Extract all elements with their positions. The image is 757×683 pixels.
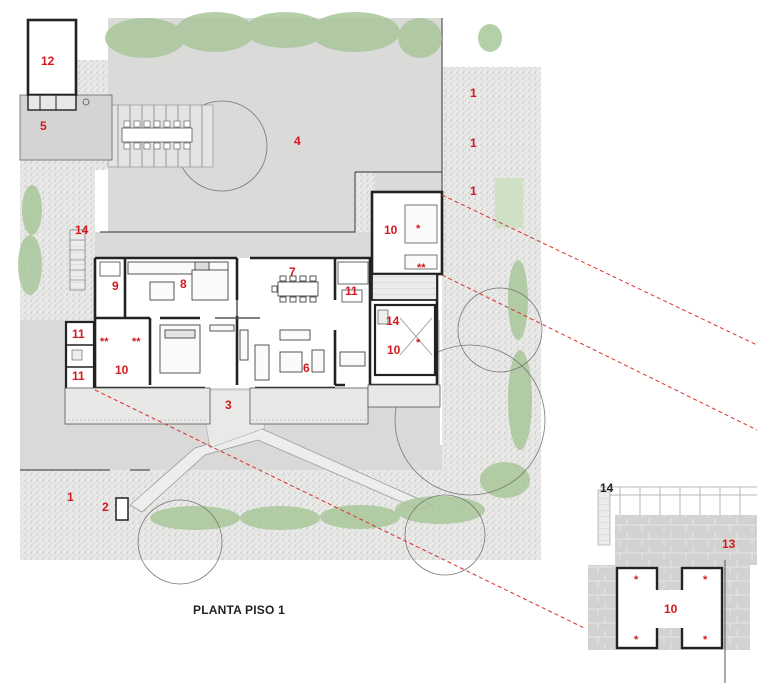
label-room-1-d: 1 xyxy=(67,490,74,504)
label-room-12: 12 xyxy=(41,54,55,68)
label-room-1-c: 1 xyxy=(470,184,477,198)
label-room-9: 9 xyxy=(112,279,119,293)
label-room-1-b: 1 xyxy=(470,136,477,150)
planter xyxy=(495,178,523,228)
bed-mark-7: * xyxy=(703,574,708,586)
building-12 xyxy=(26,18,90,111)
label-room-10-c: 10 xyxy=(387,343,401,357)
label-room-10-d: 10 xyxy=(664,602,678,616)
label-room-4: 4 xyxy=(294,134,301,148)
label-room-8: 8 xyxy=(180,277,187,291)
trees xyxy=(18,12,532,530)
entrance-steps xyxy=(199,389,266,449)
bed-mark-5: ** xyxy=(132,336,141,348)
label-room-5: 5 xyxy=(40,119,47,133)
bed-mark-8: * xyxy=(634,634,639,646)
label-room-6: 6 xyxy=(303,361,310,375)
entrance-gate xyxy=(115,497,129,521)
bed-mark-1: * xyxy=(416,223,421,235)
label-room-3: 3 xyxy=(225,398,232,412)
label-room-13: 13 xyxy=(722,537,736,551)
detail-leader-lines xyxy=(94,194,757,644)
front-porch xyxy=(64,384,441,425)
label-room-10-b: 10 xyxy=(115,363,129,377)
label-room-11-b: 11 xyxy=(72,327,85,341)
tree-outlines xyxy=(137,100,546,585)
bedroom-upper-right xyxy=(370,190,444,377)
label-room-1-a: 1 xyxy=(470,86,477,100)
label-room-11-c: 11 xyxy=(72,369,85,383)
bed-mark-9: * xyxy=(703,634,708,646)
label-room-14-c: 14 xyxy=(600,481,614,495)
label-room-10-a: 10 xyxy=(384,223,398,237)
detail-inset xyxy=(585,486,757,683)
bed-mark-3: * xyxy=(416,337,421,349)
label-room-11-a: 11 xyxy=(345,284,358,298)
gravel-strip xyxy=(355,172,375,232)
bed-mark-4: ** xyxy=(100,336,109,348)
pergola xyxy=(107,104,214,168)
label-room-2: 2 xyxy=(102,500,109,514)
label-room-7: 7 xyxy=(289,265,296,279)
bed-mark-2: ** xyxy=(417,262,426,274)
plan-title: PLANTA PISO 1 xyxy=(193,603,285,617)
label-room-14-b: 14 xyxy=(386,314,400,328)
stairs-left xyxy=(69,229,86,291)
bed-mark-6: * xyxy=(634,574,639,586)
label-room-14-a: 14 xyxy=(75,223,89,237)
